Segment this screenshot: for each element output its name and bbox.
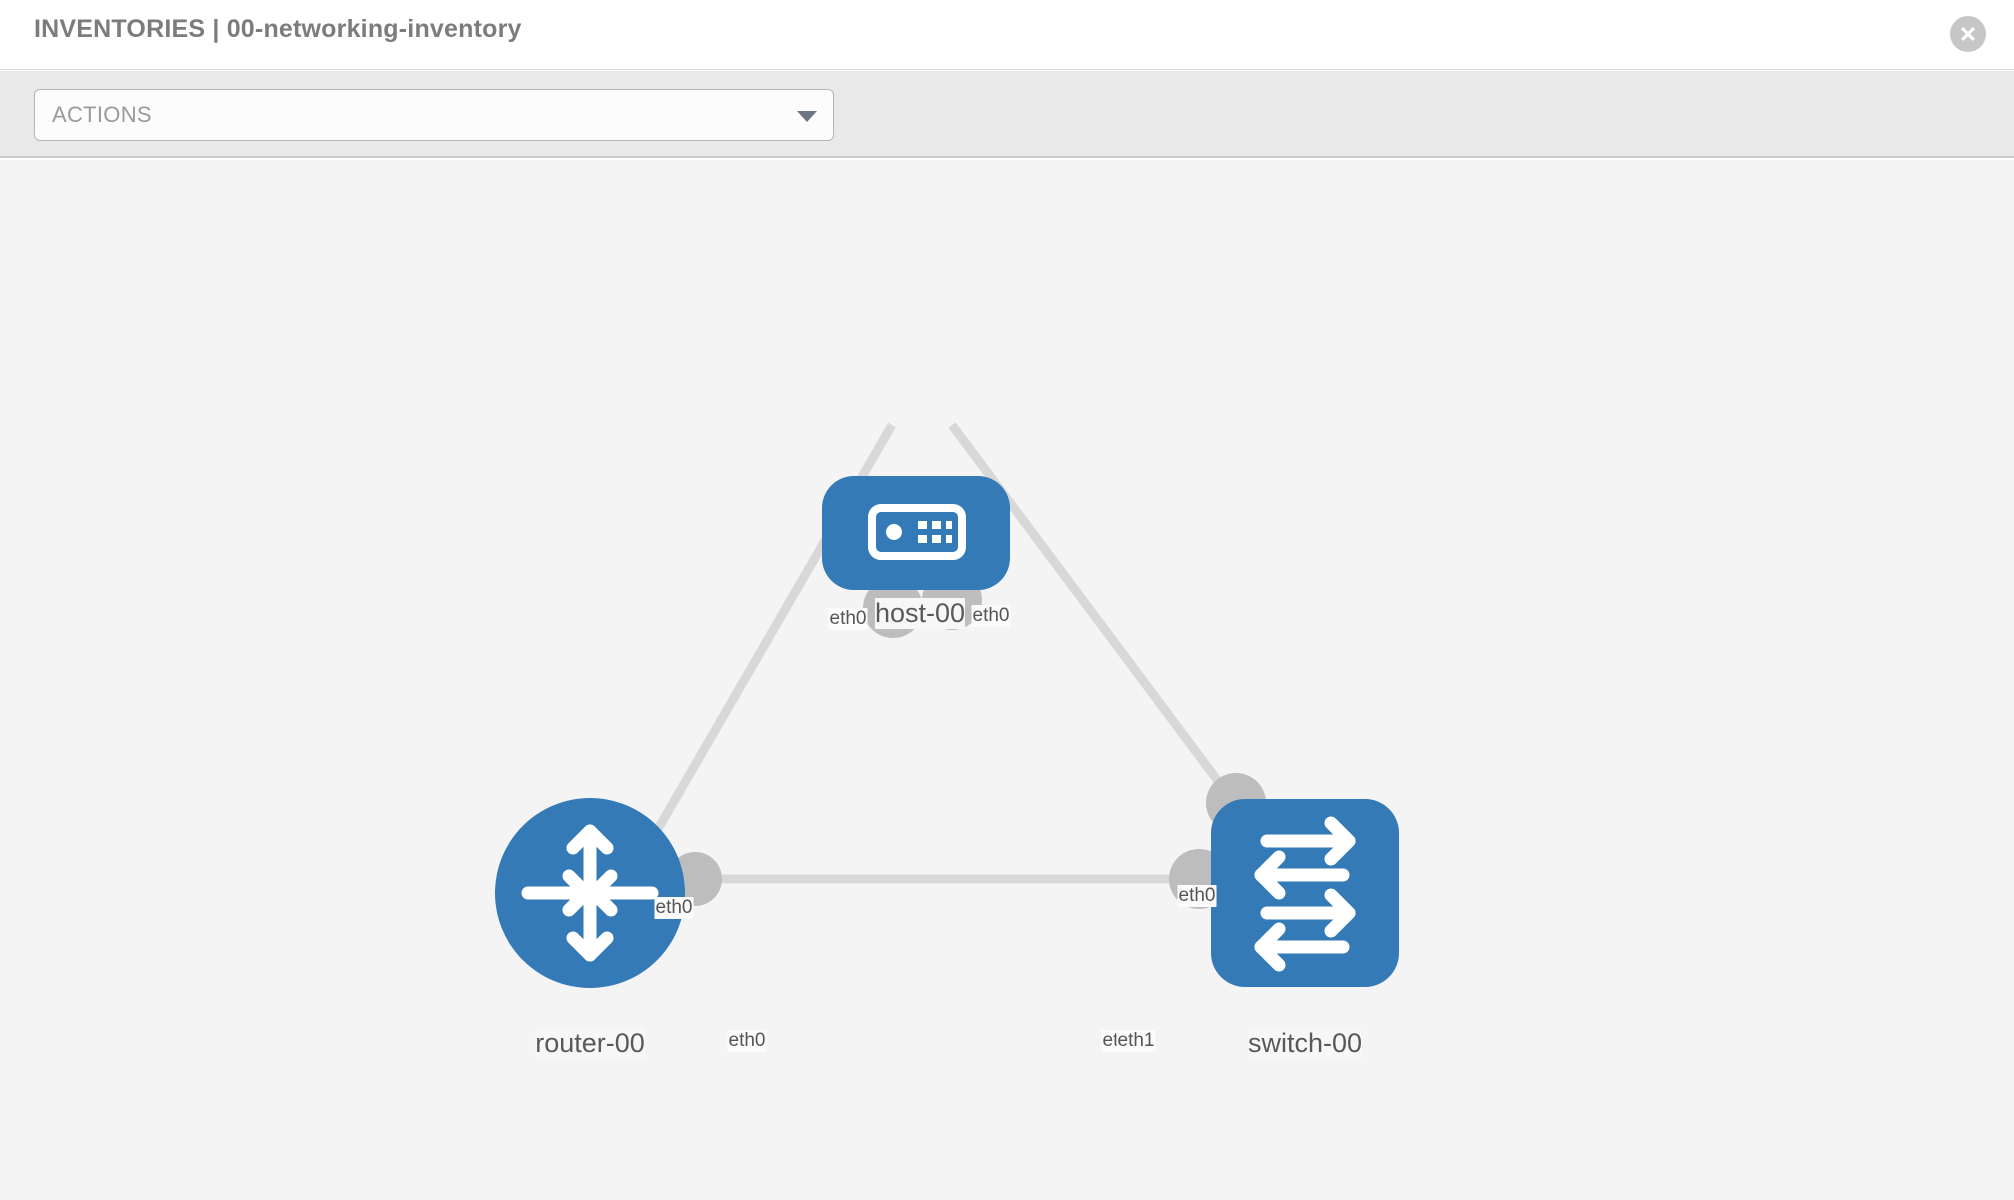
topology-graph (495, 422, 1399, 988)
node-host-00[interactable] (822, 476, 1010, 590)
node-router-00[interactable] (495, 798, 685, 988)
chevron-down-icon (797, 111, 817, 122)
topology-ports (668, 570, 1266, 909)
toolbar: ACTIONS SEARCH (0, 71, 2014, 212)
actions-dropdown-label: ACTIONS (52, 102, 152, 127)
breadcrumb: INVENTORIES | 00-networking-inventory (34, 15, 522, 43)
page-header: INVENTORIES | 00-networking-inventory (0, 0, 2014, 70)
topology-canvas[interactable]: host-00 router-00 switch-00 eth0 eth0 et… (0, 160, 2014, 1200)
iface-label: eth1 (1116, 1030, 1156, 1052)
node-label-router-00: router-00 (535, 1028, 645, 1059)
node-switch-00[interactable] (1211, 799, 1399, 987)
iface-label: eth0 (727, 1030, 767, 1052)
close-icon[interactable] (1950, 16, 1986, 52)
iface-label: eth0 (1177, 885, 1217, 907)
node-label-switch-00: switch-00 (1247, 1028, 1363, 1059)
iface-label: eth0 (828, 608, 868, 630)
actions-dropdown[interactable]: ACTIONS (34, 89, 834, 141)
iface-label: eth0 (654, 897, 694, 919)
iface-label: eth0 (971, 605, 1011, 627)
node-label-host-00: host-00 (874, 598, 966, 629)
